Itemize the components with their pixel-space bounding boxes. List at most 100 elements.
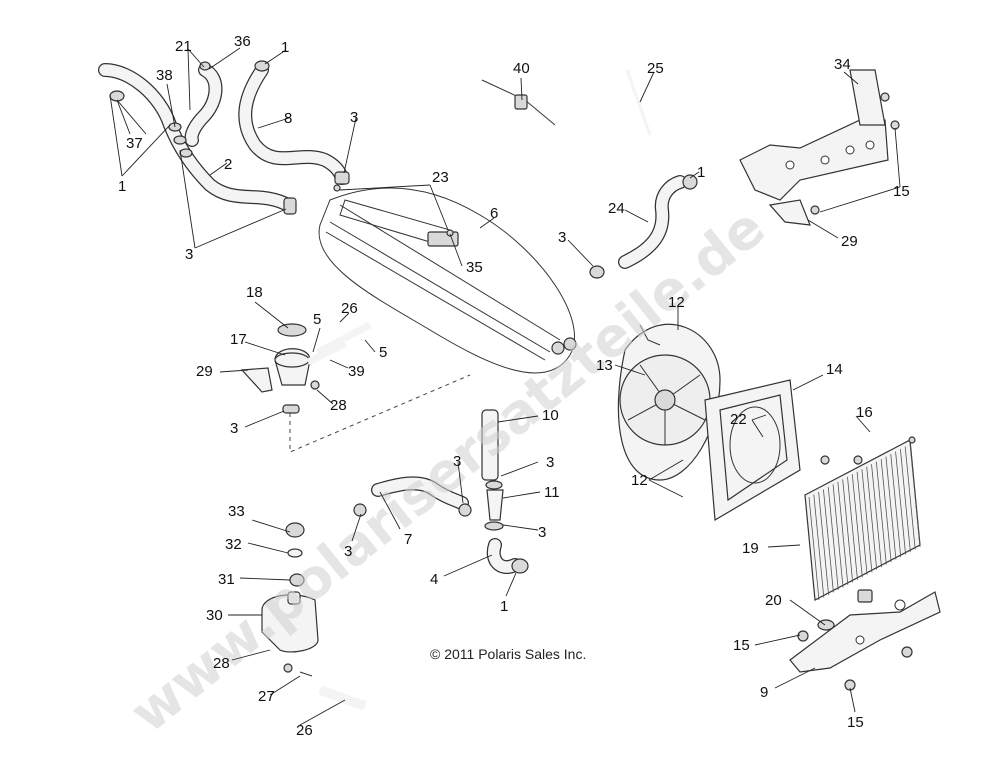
part-6-cooler xyxy=(318,184,577,374)
callout-3e: 3 xyxy=(453,453,461,470)
callout-12b: 12 xyxy=(631,472,648,489)
radiator-fin xyxy=(837,481,849,585)
radiator-fin xyxy=(808,496,820,601)
callout-25: 25 xyxy=(647,60,664,77)
part-30-reservoir xyxy=(261,522,319,673)
callout-28a: 28 xyxy=(330,397,347,414)
dashed-leader xyxy=(289,374,471,453)
callout-31: 31 xyxy=(218,571,235,588)
callout-3d: 3 xyxy=(230,420,238,437)
radiator-fin xyxy=(875,461,887,565)
callout-38: 38 xyxy=(156,67,173,84)
radiator-fin xyxy=(861,469,873,573)
radiator-fin xyxy=(851,474,863,578)
radiator-fin xyxy=(909,443,921,548)
callout-37: 37 xyxy=(126,135,143,152)
callout-22: 22 xyxy=(730,411,747,428)
radiator-fin xyxy=(827,486,839,590)
radiator-fin xyxy=(871,464,882,568)
callout-27: 27 xyxy=(258,688,275,705)
part-17-filler xyxy=(240,323,311,414)
callout-24: 24 xyxy=(608,200,625,217)
part-10-hose xyxy=(481,409,504,531)
callout-3b: 3 xyxy=(185,246,193,263)
callout-29b: 29 xyxy=(841,233,858,250)
callout-36: 36 xyxy=(234,33,251,50)
callout-12a: 12 xyxy=(668,294,685,311)
hose-36 xyxy=(184,63,223,147)
callout-1c: 1 xyxy=(697,164,705,181)
radiator-fin xyxy=(899,449,911,553)
radiator-fin xyxy=(866,466,878,570)
part-9-bracket xyxy=(789,589,941,691)
radiator-fin xyxy=(856,471,868,575)
callout-29a: 29 xyxy=(196,363,213,380)
callout-32: 32 xyxy=(225,536,242,553)
radiator-fin xyxy=(818,491,830,595)
callout-33: 33 xyxy=(228,503,245,520)
callout-20: 20 xyxy=(765,592,782,609)
callout-15c: 15 xyxy=(847,714,864,731)
callout-1a: 1 xyxy=(281,39,289,56)
callout-1d: 1 xyxy=(500,598,508,615)
callout-4: 4 xyxy=(430,571,438,588)
callout-1b: 1 xyxy=(118,178,126,195)
radiator-fin xyxy=(885,456,897,560)
radiator-fin xyxy=(832,484,844,588)
part-25-rod xyxy=(625,69,652,136)
radiator-fin xyxy=(880,459,892,563)
callout-9: 9 xyxy=(760,684,768,701)
radiator-fin xyxy=(813,494,825,598)
callout-19: 19 xyxy=(742,540,759,557)
callout-10: 10 xyxy=(542,407,559,424)
callout-8: 8 xyxy=(284,110,292,127)
callout-13: 13 xyxy=(596,357,613,374)
callout-3f: 3 xyxy=(546,454,554,471)
callout-14: 14 xyxy=(826,361,843,378)
callout-26a: 26 xyxy=(341,300,358,317)
leader-lines xyxy=(109,47,901,726)
radiator-fin xyxy=(904,446,916,550)
callout-39: 39 xyxy=(348,363,365,380)
callout-26b: 26 xyxy=(296,722,313,739)
callout-5a: 5 xyxy=(313,311,321,328)
part-19-radiator xyxy=(804,436,921,601)
callout-30: 30 xyxy=(206,607,223,624)
callout-labels: 1 1 1 1 2 3 3 3 3 3 3 3 3 4 5 5 6 7 8 9 … xyxy=(118,33,910,739)
callout-21: 21 xyxy=(175,38,192,55)
callout-2: 2 xyxy=(224,156,232,173)
callout-3h: 3 xyxy=(344,543,352,560)
radiator-fin xyxy=(895,451,906,555)
radiator-fin xyxy=(842,479,854,583)
callout-15a: 15 xyxy=(893,183,910,200)
part-26-hose xyxy=(299,671,367,711)
radiator-fin xyxy=(823,489,834,593)
part-14-shroud xyxy=(704,379,801,522)
callout-16: 16 xyxy=(856,404,873,421)
part-4-elbow xyxy=(486,538,529,574)
copyright-text: © 2011 Polaris Sales Inc. xyxy=(430,646,586,662)
part-40-strap xyxy=(481,79,556,126)
callout-6: 6 xyxy=(490,205,498,222)
radiator-fin xyxy=(890,454,902,558)
callout-11: 11 xyxy=(544,484,560,501)
callout-34: 34 xyxy=(834,56,851,73)
callout-15b: 15 xyxy=(733,637,750,654)
hose-2 xyxy=(98,63,297,215)
callout-28b: 28 xyxy=(213,655,230,672)
callout-3c: 3 xyxy=(558,229,566,246)
callout-3a: 3 xyxy=(350,109,358,126)
part-13-fan xyxy=(617,323,721,481)
part-34-bracket xyxy=(739,69,900,226)
part-7-hose xyxy=(353,476,472,517)
callout-5b: 5 xyxy=(379,344,387,361)
callout-23: 23 xyxy=(432,169,449,186)
callout-3g: 3 xyxy=(538,524,546,541)
callout-17: 17 xyxy=(230,331,247,348)
part-24-hose xyxy=(589,174,698,279)
callout-40: 40 xyxy=(513,60,530,77)
part-39-tube xyxy=(306,321,372,390)
callout-7: 7 xyxy=(404,531,412,548)
